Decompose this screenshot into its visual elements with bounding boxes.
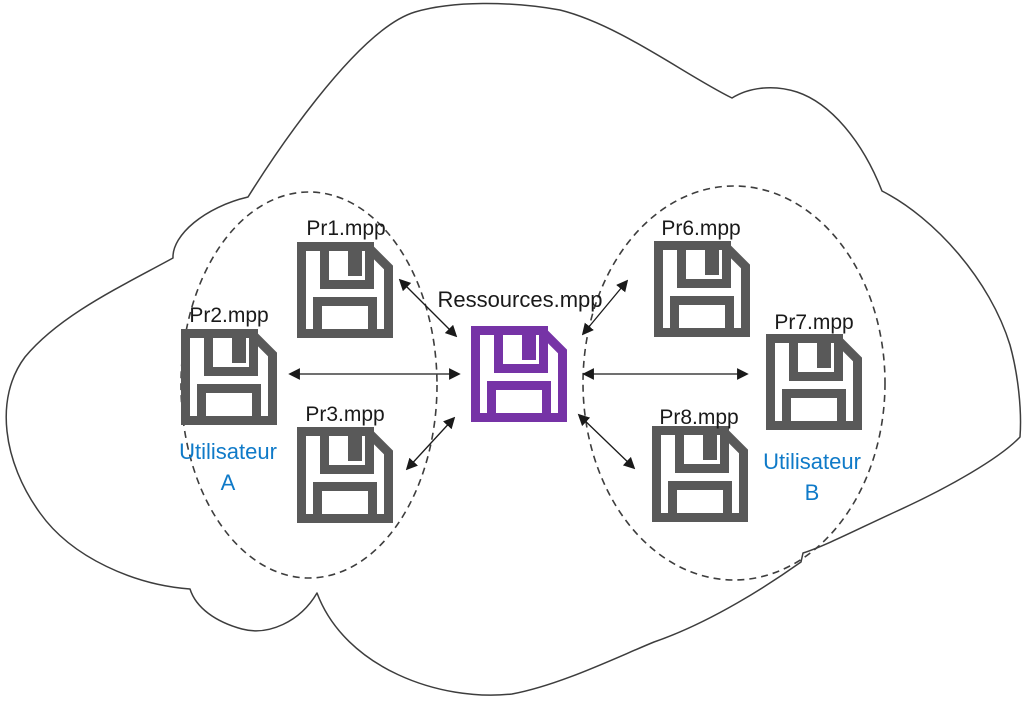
user-a-label-line2: A bbox=[220, 470, 236, 495]
floppy-disk-icon-pr7 bbox=[771, 334, 858, 426]
arrow-ressources-pr8 bbox=[577, 413, 636, 470]
floppy-disk-icon-ressources bbox=[476, 326, 563, 418]
disk-label-pr8: Pr8.mpp bbox=[659, 406, 739, 429]
user-b-label: Utilisateur B bbox=[742, 446, 882, 508]
user-b-label-line2: B bbox=[804, 480, 820, 505]
user-a-label-line1: Utilisateur bbox=[179, 439, 277, 464]
cloud-outline bbox=[5, 2, 1022, 696]
floppy-disk-icon-pr6 bbox=[659, 241, 746, 333]
floppy-disk-icon-pr2 bbox=[186, 329, 273, 421]
disk-label-pr6: Pr6.mpp bbox=[661, 217, 741, 240]
user-b-label-line1: Utilisateur bbox=[763, 449, 861, 474]
floppy-disk-icon-pr1 bbox=[302, 242, 389, 334]
floppy-disk-icon-pr3 bbox=[302, 427, 389, 519]
arrow-pr1-ressources bbox=[398, 278, 458, 338]
disk-label-pr7: Pr7.mpp bbox=[774, 311, 854, 334]
arrow-ressources-pr6 bbox=[581, 279, 629, 336]
arrow-pr3-ressources bbox=[405, 416, 456, 471]
disk-label-pr1: Pr1.mpp bbox=[306, 217, 386, 240]
group-b-boundary bbox=[582, 185, 886, 581]
disk-label-pr2: Pr2.mpp bbox=[189, 304, 269, 327]
user-a-label: Utilisateur A bbox=[158, 436, 298, 498]
disk-label-ressources: Ressources.mpp bbox=[437, 287, 603, 312]
floppy-disk-icon-pr8 bbox=[657, 426, 744, 518]
disk-label-pr3: Pr3.mpp bbox=[305, 403, 385, 426]
